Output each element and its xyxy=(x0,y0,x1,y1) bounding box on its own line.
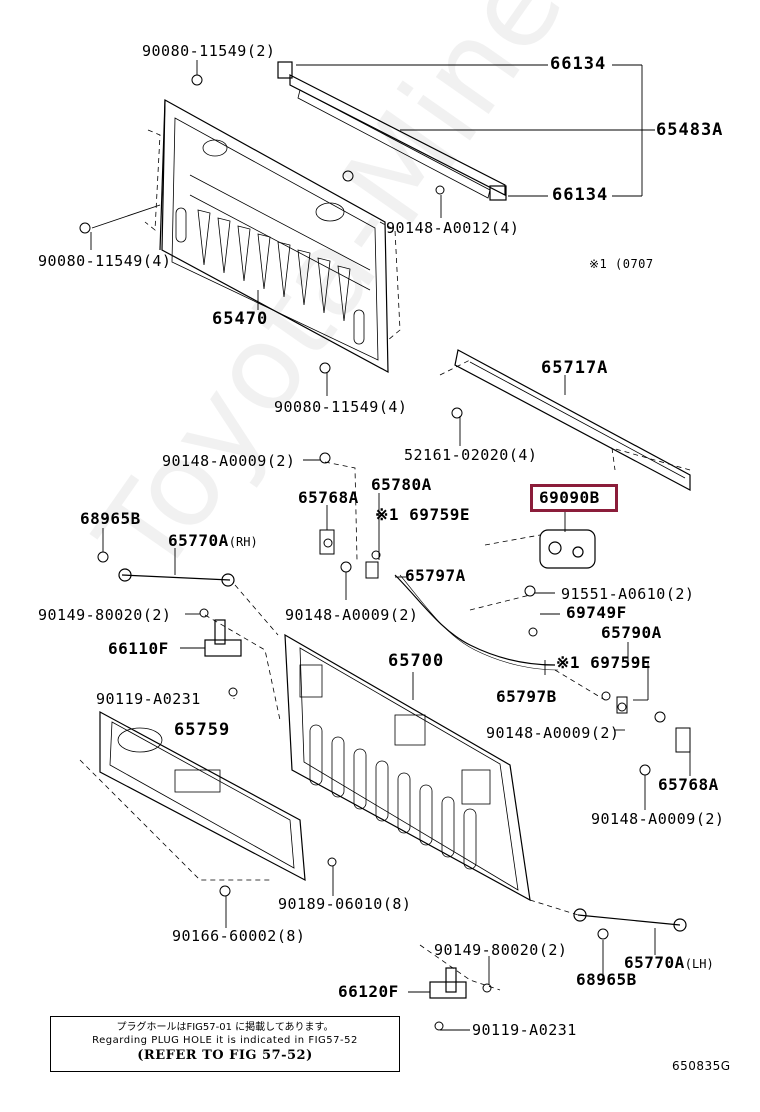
part-label-90080-11549-bottom[interactable]: 90080-11549(4) xyxy=(274,398,408,416)
part-label-90148-A0009-middle[interactable]: 90148-A0009(2) xyxy=(285,606,419,624)
part-label-65700[interactable]: 65700 xyxy=(388,651,445,671)
part-label-90080-11549-left[interactable]: 90080-11549(4) xyxy=(38,252,172,270)
part-label-65483A[interactable]: 65483A xyxy=(656,120,724,140)
part-label-90080-11549-top[interactable]: 90080-11549(2) xyxy=(142,42,276,60)
part-label-65768A-right[interactable]: 65768A xyxy=(658,775,719,794)
part-label-69090B[interactable]: 69090B xyxy=(539,488,600,507)
dashed-guide-lines xyxy=(79,129,691,991)
part-label-66134-bottom[interactable]: 66134 xyxy=(552,185,609,205)
part-label-65470[interactable]: 65470 xyxy=(212,309,269,329)
note-refer-link[interactable]: (REFER TO FIG 57-52) xyxy=(137,1048,313,1063)
part-label-90149-80020-bottom[interactable]: 90149-80020(2) xyxy=(434,941,568,959)
cables-drawing xyxy=(118,568,687,932)
rail-65483A-drawing xyxy=(277,61,507,201)
part-label-66134-top[interactable]: 66134 xyxy=(550,54,607,74)
fasteners-drawing xyxy=(79,74,691,1031)
part-label-69749F[interactable]: 69749F xyxy=(566,603,627,622)
lock-69090B-drawing xyxy=(539,529,596,569)
reference-note-box: プラグホールはFIG57-01 に掲載してあります。 Regarding PLU… xyxy=(50,1016,400,1072)
part-label-90148-A0012[interactable]: 90148-A0012(4) xyxy=(386,219,520,237)
part-label-65717A[interactable]: 65717A xyxy=(541,358,609,378)
part-label-65770A-rh[interactable]: 65770A(RH) xyxy=(168,531,258,550)
figure-code: 650835G xyxy=(672,1059,731,1073)
production-note: ※1 (0707 xyxy=(589,257,654,271)
part-label-90148-A0009-upper[interactable]: 90148-A0009(2) xyxy=(162,452,296,470)
part-label-90148-A0009-bottom[interactable]: 90148-A0009(2) xyxy=(591,810,725,828)
part-label-90149-80020-top[interactable]: 90149-80020(2) xyxy=(38,606,172,624)
rear-panel-65470-drawing xyxy=(159,98,389,374)
part-label-65770A-lh[interactable]: 65770A(LH) xyxy=(624,953,714,972)
part-label-90119-A0231-bottom[interactable]: 90119-A0231 xyxy=(472,1021,577,1039)
part-label-69759E-top[interactable]: ※1 69759E xyxy=(375,505,470,524)
part-label-65780A[interactable]: 65780A xyxy=(371,475,432,494)
note-english: Regarding PLUG HOLE it is indicated in F… xyxy=(92,1035,358,1046)
part-label-90166-60002[interactable]: 90166-60002(8) xyxy=(172,927,306,945)
part-label-65790A[interactable]: 65790A xyxy=(601,623,662,642)
part-label-65797B[interactable]: 65797B xyxy=(496,687,557,706)
part-label-68965B-top[interactable]: 68965B xyxy=(80,509,141,528)
part-label-66110F[interactable]: 66110F xyxy=(108,639,169,658)
bar-65717A-drawing xyxy=(454,349,691,491)
highlight-box-69090B[interactable] xyxy=(530,484,618,512)
hinge-66120F-drawing xyxy=(429,967,467,999)
part-label-90148-A0009-lower[interactable]: 90148-A0009(2) xyxy=(486,724,620,742)
part-label-65797A[interactable]: 65797A xyxy=(405,566,466,585)
protector-65759-drawing xyxy=(99,710,306,882)
leader-lines xyxy=(90,60,691,1031)
part-label-66120F[interactable]: 66120F xyxy=(338,982,399,1001)
note-japanese: プラグホールはFIG57-01 に掲載してあります。 xyxy=(116,1022,334,1033)
part-label-65759[interactable]: 65759 xyxy=(174,720,231,740)
part-label-69759E-bottom[interactable]: ※1 69759E xyxy=(556,653,651,672)
part-label-91551-A0610[interactable]: 91551-A0610(2) xyxy=(561,585,695,603)
part-label-52161-02020[interactable]: 52161-02020(4) xyxy=(404,446,538,464)
part-label-68965B-bottom[interactable]: 68965B xyxy=(576,970,637,989)
part-label-90119-A0231-top[interactable]: 90119-A0231 xyxy=(96,690,201,708)
part-label-65768A-left[interactable]: 65768A xyxy=(298,488,359,507)
part-label-90189-06010[interactable]: 90189-06010(8) xyxy=(278,895,412,913)
tailgate-65700-drawing xyxy=(284,633,531,902)
